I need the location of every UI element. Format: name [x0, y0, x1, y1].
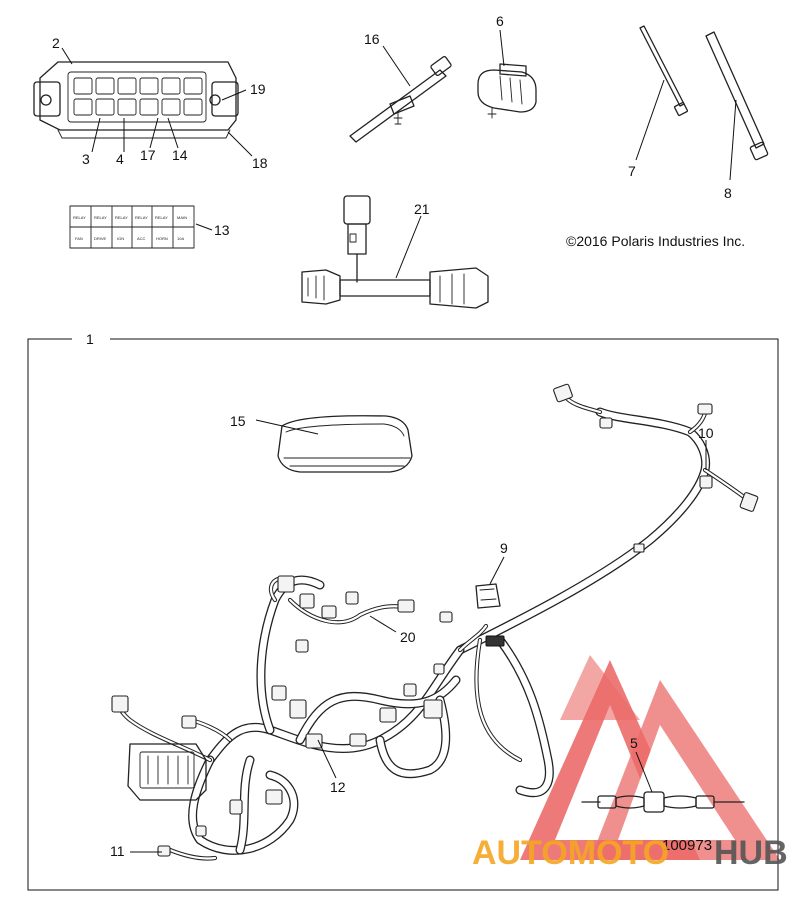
- fuse-box-assembly: [33, 61, 239, 139]
- harness-connectors: [111, 383, 759, 857]
- cable-tie-8: [705, 31, 769, 161]
- watermark-brand-part2: HUB: [714, 834, 788, 872]
- watermark-brand-part1: AUTOMOTO: [472, 834, 669, 872]
- leader-6: [499, 29, 505, 67]
- leader-7: [635, 79, 665, 161]
- callout-14: 14: [172, 147, 188, 163]
- connector-6: [477, 63, 537, 119]
- cable-tie-7: [639, 25, 689, 117]
- leader-8: [729, 99, 737, 181]
- callout-labels: 1 2 3 4 5 6 7 8 9 10 11 12 13 14 15 16 1…: [52, 13, 732, 859]
- leader-21: [395, 215, 422, 279]
- leader-16: [382, 45, 411, 87]
- callout-18: 18: [252, 155, 268, 171]
- copyright-notice: ©2016 Polaris Industries Inc.: [566, 233, 745, 249]
- callout-16: 16: [364, 31, 380, 47]
- callout-7: 7: [628, 163, 636, 179]
- fuse-label-r1c2: RELAY: [94, 215, 107, 220]
- leader-12: [317, 739, 337, 779]
- fuse-label-r2c3: IGN: [117, 236, 124, 241]
- push-mount-cable-tie: [349, 55, 452, 143]
- fuse-label-r2c4: ACC: [137, 236, 146, 241]
- harness-frame: [27, 338, 779, 891]
- leader-20: [369, 615, 397, 633]
- callout-15: 15: [230, 413, 246, 429]
- leader-19: [221, 89, 247, 101]
- callout-17: 17: [140, 147, 156, 163]
- fuse-label-13: [69, 205, 195, 249]
- jumper-harness-21: [301, 195, 489, 309]
- fuse-label-r2c2: DRIVE: [94, 236, 107, 241]
- callout-13: 13: [214, 222, 230, 238]
- callout-8: 8: [724, 185, 732, 201]
- fuse-label-text: RELAY RELAY RELAY RELAY RELAY MAIN FAN D…: [73, 215, 187, 241]
- relay-9: [475, 583, 501, 609]
- fuse-label-r1c3: RELAY: [115, 215, 128, 220]
- callout-20: 20: [400, 629, 416, 645]
- leader-5: [635, 751, 653, 793]
- callout-4: 4: [116, 151, 124, 167]
- fuse-label-r1c5: RELAY: [155, 215, 168, 220]
- figure-number: 100973: [662, 837, 712, 854]
- fuse-label-r2c1: FAN: [75, 236, 83, 241]
- callout-2: 2: [52, 35, 60, 51]
- leader-2: [61, 47, 73, 65]
- callout-1: 1: [86, 331, 94, 347]
- fuse-box-cover-15: [277, 415, 413, 473]
- fuse-label-r1c6: MAIN: [177, 215, 187, 220]
- fuse-label-r1c1: RELAY: [73, 215, 86, 220]
- callout-21: 21: [414, 201, 430, 217]
- leader-3: [91, 117, 101, 153]
- leader-13: [195, 223, 213, 231]
- callout-3: 3: [82, 151, 90, 167]
- callout-12: 12: [330, 779, 346, 795]
- fuse-label-r2c5: HORN: [156, 236, 168, 241]
- fuse-label-r1c4: RELAY: [135, 215, 148, 220]
- leader-14: [167, 117, 179, 149]
- fuse-label-r2c6: 10A: [177, 236, 184, 241]
- leader-9: [489, 556, 505, 585]
- leader-17: [149, 117, 159, 149]
- callout-5: 5: [630, 735, 638, 751]
- inline-fuse-holder-5: [581, 791, 745, 813]
- watermark-logo: [520, 655, 780, 860]
- callout-11: 11: [110, 843, 125, 859]
- relay-grid: [73, 77, 203, 116]
- callout-9: 9: [500, 540, 508, 556]
- leader-18: [227, 131, 253, 157]
- callout-19: 19: [250, 81, 266, 97]
- callout-6: 6: [496, 13, 504, 29]
- callout-10: 10: [698, 425, 714, 441]
- leader-15: [255, 419, 319, 435]
- main-harness: [115, 393, 751, 861]
- watermark-text: AUTOMOTO HUB: [472, 834, 788, 872]
